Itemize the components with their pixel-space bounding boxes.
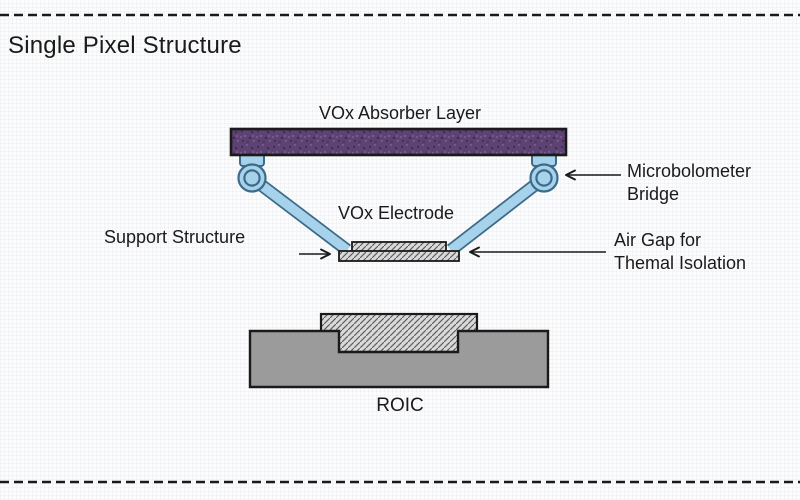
bridge-arm-left <box>249 174 350 254</box>
microbolometer-bridge-label: Microbolometer Bridge <box>627 160 751 206</box>
air-gap-label-line1: Air Gap for <box>614 230 702 250</box>
roic-contact-pad <box>319 312 479 354</box>
electrode-label: VOx Electrode <box>337 203 455 223</box>
bridge-joint-right <box>529 163 559 193</box>
bridge-joint-left-hole <box>243 169 261 187</box>
air-gap-label: Air Gap for Themal Isolation <box>614 229 746 275</box>
bridge-arm-right <box>448 174 547 254</box>
microbolometer-bridge-label-line2: Bridge <box>627 184 680 204</box>
air-gap-label-line2: Themal Isolation <box>614 253 747 273</box>
absorber-layer-label: VOx Absorber Layer <box>318 103 482 123</box>
roic-label: ROIC <box>376 395 424 416</box>
absorber-layer-rect <box>229 127 568 157</box>
bridge-joint-right-hole <box>535 169 553 187</box>
support-structure-label: Support Structure <box>104 227 246 247</box>
microbolometer-bridge-label-line1: Microbolometer <box>627 161 752 181</box>
bridge-joint-left <box>237 163 267 193</box>
roic-body <box>248 329 550 389</box>
electrode-bottom-layer <box>338 250 460 262</box>
page-title: Single Pixel Structure <box>8 32 242 59</box>
